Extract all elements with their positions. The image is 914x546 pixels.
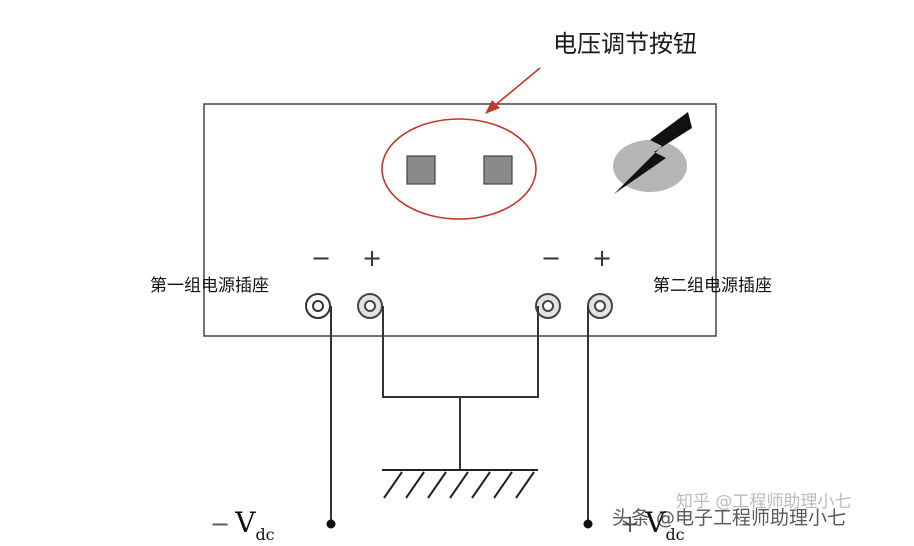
socket-group-1-label: 第一组电源插座 <box>150 276 269 296</box>
callout-arrow-line <box>492 67 541 108</box>
pos-output-subscript: dc <box>665 525 685 544</box>
neg-output-symbol: V <box>235 506 256 539</box>
watermark-secondary: 知乎 @工程师助理小七 <box>676 492 852 512</box>
pos-output-label: + Vdc <box>620 506 685 544</box>
voltage-adjust-label: 电压调节按钮 <box>553 30 697 58</box>
neg-output-label: − Vdc <box>210 506 275 544</box>
socket-g1-neg <box>305 293 331 319</box>
watermark-primary: 头条 @电子工程师助理小七 <box>612 507 847 529</box>
terminal-neg-output <box>326 519 336 529</box>
g1-plus-sign: + <box>362 244 383 272</box>
voltage-adjust-button-1 <box>406 155 436 185</box>
power-supply-housing <box>203 103 717 337</box>
socket-g2-pos <box>587 293 613 319</box>
callout-ellipse <box>381 118 537 220</box>
pos-output-symbol: V <box>645 506 666 539</box>
g2-minus-sign: − <box>541 244 562 272</box>
pos-output-sign: + <box>620 510 641 538</box>
socket-group-2-label: 第二组电源插座 <box>653 276 772 296</box>
socket-g2-neg <box>535 293 561 319</box>
neg-output-subscript: dc <box>255 525 275 544</box>
wire-common <box>382 306 539 398</box>
socket-g1-pos <box>357 293 383 319</box>
g1-minus-sign: − <box>311 244 332 272</box>
ground-icon <box>382 469 538 499</box>
voltage-adjust-button-2 <box>483 155 513 185</box>
neg-output-sign: − <box>210 510 231 538</box>
terminal-pos-output <box>583 519 593 529</box>
g2-plus-sign: + <box>592 244 613 272</box>
callout-arrowhead <box>485 100 500 114</box>
lightning-bolt-icon <box>613 112 692 194</box>
